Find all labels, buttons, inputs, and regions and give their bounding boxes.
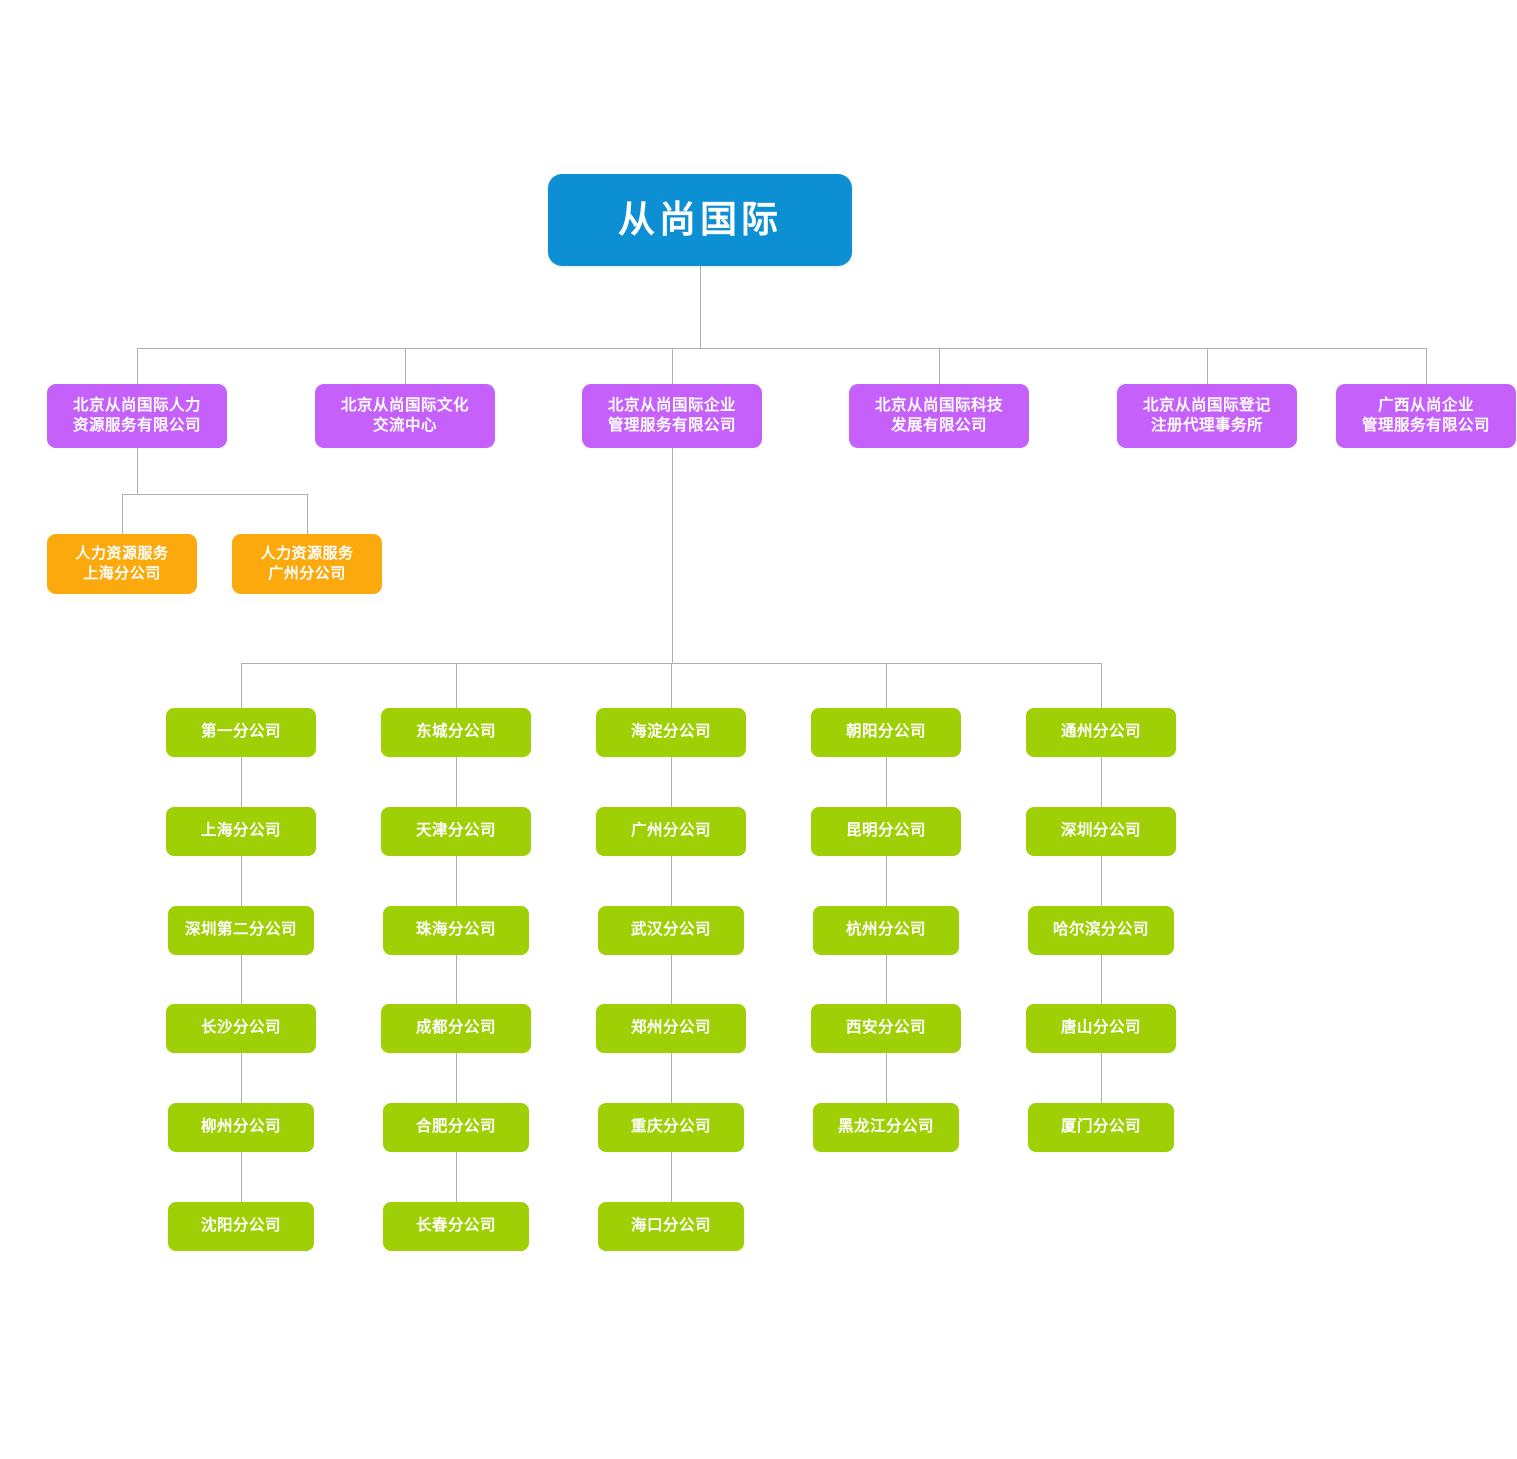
connector-division-bus	[137, 348, 1426, 349]
org-root-node[interactable]: 从尚国际	[548, 174, 852, 266]
branch-node-col-3-5[interactable]: 海口分公司	[598, 1202, 744, 1251]
connector-chain-col-4-0	[886, 757, 887, 807]
branch-node-col-4-0[interactable]: 朝阳分公司	[811, 708, 961, 757]
connector-drop-mgmt	[672, 348, 673, 384]
connector-root-stem	[700, 266, 701, 348]
connector-chain-col-1-2	[241, 955, 242, 1004]
connector-chain-col-3-3	[671, 1053, 672, 1103]
branch-node-col-4-3[interactable]: 西安分公司	[811, 1004, 961, 1053]
branch-node-col-5-2[interactable]: 哈尔滨分公司	[1028, 906, 1174, 955]
connector-chain-col-1-4	[241, 1152, 242, 1202]
branch-node-col-3-4[interactable]: 重庆分公司	[598, 1103, 744, 1152]
branch-node-col-2-1[interactable]: 天津分公司	[381, 807, 531, 856]
connector-drop-registry	[1207, 348, 1208, 384]
connector-drop-guangxi	[1426, 348, 1427, 384]
connector-chain-col-2-3	[456, 1053, 457, 1103]
connector-chain-col-2-4	[456, 1152, 457, 1202]
connector-chain-col-3-4	[671, 1152, 672, 1202]
branch-node-col-4-2[interactable]: 杭州分公司	[813, 906, 959, 955]
connector-chain-col-5-3	[1101, 1053, 1102, 1103]
connector-chain-col-4-2	[886, 955, 887, 1004]
branch-node-col-5-1[interactable]: 深圳分公司	[1026, 807, 1176, 856]
connector-hr-stem	[137, 448, 138, 494]
connector-branch-drop-col-4	[886, 663, 887, 708]
connector-branch-drop-col-1	[241, 663, 242, 708]
connector-mgmt-stem	[672, 448, 673, 663]
branch-node-col-1-2[interactable]: 深圳第二分公司	[168, 906, 314, 955]
connector-branch-drop-col-5	[1101, 663, 1102, 708]
branch-node-col-2-0[interactable]: 东城分公司	[381, 708, 531, 757]
branch-node-col-3-1[interactable]: 广州分公司	[596, 807, 746, 856]
connector-hr-drop-0	[122, 494, 123, 534]
division-node-tech[interactable]: 北京从尚国际科技 发展有限公司	[849, 384, 1029, 448]
branch-node-col-2-2[interactable]: 珠海分公司	[383, 906, 529, 955]
branch-node-col-3-2[interactable]: 武汉分公司	[598, 906, 744, 955]
connector-drop-hr	[137, 348, 138, 384]
branch-node-col-2-4[interactable]: 合肥分公司	[383, 1103, 529, 1152]
connector-chain-col-3-2	[671, 955, 672, 1004]
branch-node-col-1-0[interactable]: 第一分公司	[166, 708, 316, 757]
connector-chain-col-5-2	[1101, 955, 1102, 1004]
branch-node-col-5-4[interactable]: 厦门分公司	[1028, 1103, 1174, 1152]
division-node-culture[interactable]: 北京从尚国际文化 交流中心	[315, 384, 495, 448]
branch-node-col-1-4[interactable]: 柳州分公司	[168, 1103, 314, 1152]
division-node-hr[interactable]: 北京从尚国际人力 资源服务有限公司	[47, 384, 227, 448]
hr-subsidiary-node-1[interactable]: 人力资源服务 广州分公司	[232, 534, 382, 594]
branch-node-col-4-4[interactable]: 黑龙江分公司	[813, 1103, 959, 1152]
branch-node-col-2-5[interactable]: 长春分公司	[383, 1202, 529, 1251]
connector-chain-col-1-0	[241, 757, 242, 807]
connector-chain-col-2-0	[456, 757, 457, 807]
branch-node-col-1-1[interactable]: 上海分公司	[166, 807, 316, 856]
branch-node-col-5-0[interactable]: 通州分公司	[1026, 708, 1176, 757]
branch-node-col-2-3[interactable]: 成都分公司	[381, 1004, 531, 1053]
branch-node-col-4-1[interactable]: 昆明分公司	[811, 807, 961, 856]
connector-drop-culture	[405, 348, 406, 384]
connector-chain-col-4-1	[886, 856, 887, 906]
connector-chain-col-5-0	[1101, 757, 1102, 807]
connector-branch-drop-col-2	[456, 663, 457, 708]
branch-node-col-5-3[interactable]: 唐山分公司	[1026, 1004, 1176, 1053]
connector-hr-drop-1	[307, 494, 308, 534]
connector-hr-bus	[122, 494, 307, 495]
connector-chain-col-2-1	[456, 856, 457, 906]
branch-node-col-3-0[interactable]: 海淀分公司	[596, 708, 746, 757]
branch-node-col-1-3[interactable]: 长沙分公司	[166, 1004, 316, 1053]
connector-chain-col-5-1	[1101, 856, 1102, 906]
branch-node-col-1-5[interactable]: 沈阳分公司	[168, 1202, 314, 1251]
hr-subsidiary-node-0[interactable]: 人力资源服务 上海分公司	[47, 534, 197, 594]
connector-branch-drop-col-3	[671, 663, 672, 708]
connector-chain-col-3-0	[671, 757, 672, 807]
connector-chain-col-4-3	[886, 1053, 887, 1103]
division-node-mgmt[interactable]: 北京从尚国际企业 管理服务有限公司	[582, 384, 762, 448]
branch-node-col-3-3[interactable]: 郑州分公司	[596, 1004, 746, 1053]
connector-chain-col-1-1	[241, 856, 242, 906]
connector-drop-tech	[939, 348, 940, 384]
connector-chain-col-3-1	[671, 856, 672, 906]
division-node-guangxi[interactable]: 广西从尚企业 管理服务有限公司	[1336, 384, 1516, 448]
connector-chain-col-2-2	[456, 955, 457, 1004]
connector-chain-col-1-3	[241, 1053, 242, 1103]
division-node-registry[interactable]: 北京从尚国际登记 注册代理事务所	[1117, 384, 1297, 448]
